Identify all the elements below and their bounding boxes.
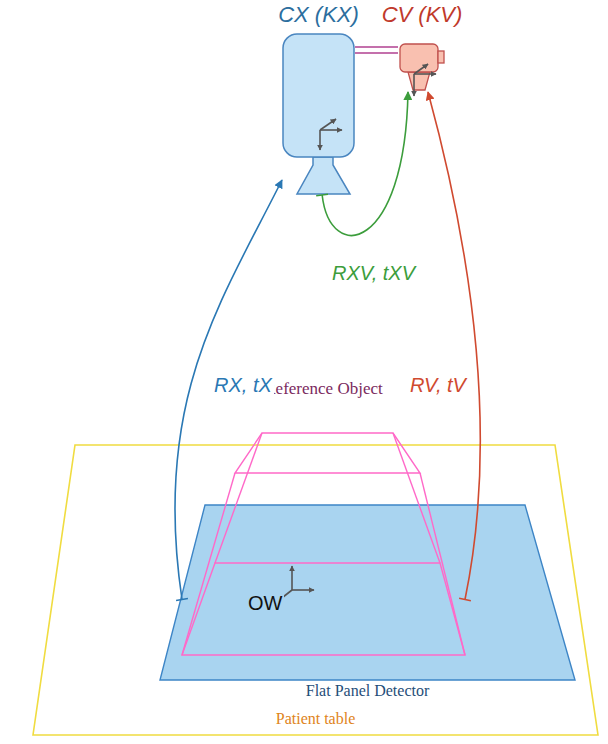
- video-camera: CV (KV): [398, 42, 446, 92]
- flat-panel-detector: Flat Panel Detector: [160, 505, 575, 680]
- label-holder: OW: [246, 592, 284, 615]
- label-holder: RX, tX: [212, 374, 274, 397]
- label-holder: RXV, tXV: [330, 262, 417, 285]
- transform-label: RXV, tXV: [330, 262, 417, 284]
- heading-holder: Reference Object: [254, 379, 394, 399]
- xray-source-outline: [282, 33, 355, 195]
- heading-holder: CX (KX): [278, 2, 359, 28]
- heading-holder: Flat Panel Detector: [306, 682, 430, 700]
- heading-holder: CV (KV): [382, 2, 463, 28]
- transform-label: RX, tX: [212, 374, 274, 396]
- transform-arrow: [428, 92, 480, 600]
- label-holder: RV, tV: [408, 374, 468, 397]
- node-heading: Patient table: [276, 710, 356, 727]
- reference-object: Reference Object: [182, 433, 465, 655]
- node-heading: CV (KV): [382, 2, 463, 27]
- flat-panel-detector-outline: [160, 505, 575, 680]
- mount-link: [355, 47, 398, 53]
- transform-arrow: [322, 92, 408, 235]
- node-heading: Reference Object: [264, 379, 382, 398]
- xray-source: CX (KX): [282, 33, 355, 195]
- camera-axes: [320, 119, 342, 150]
- transform-arrow: [175, 180, 282, 600]
- transform-label: RV, tV: [408, 374, 468, 396]
- reference-object-outline: [182, 433, 465, 655]
- camera-axes: [414, 64, 436, 96]
- video-camera-outline: [398, 42, 446, 92]
- patient-table: Patient table Flat Panel Detector: [33, 445, 598, 735]
- heading-holder: Patient table: [276, 710, 356, 728]
- node-heading: CX (KX): [278, 2, 359, 27]
- origin-label: OW: [246, 592, 284, 614]
- node-heading: Flat Panel Detector: [306, 682, 430, 699]
